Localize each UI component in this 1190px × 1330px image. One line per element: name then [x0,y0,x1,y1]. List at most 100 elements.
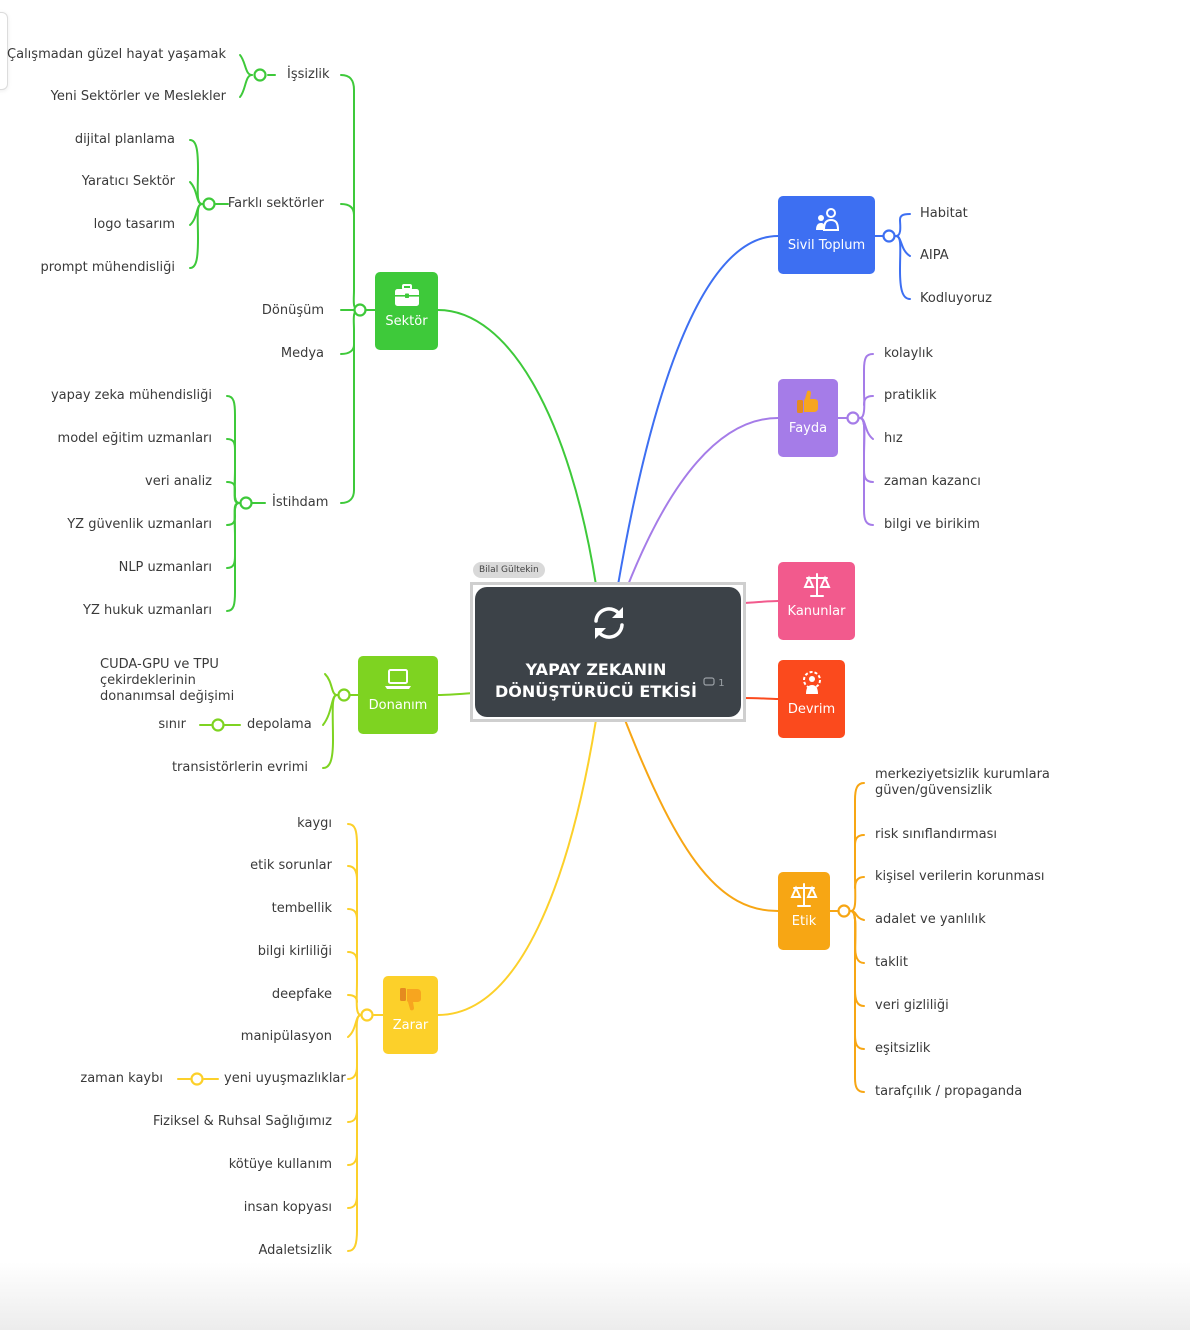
leaf-yz-hukuk[interactable]: YZ hukuk uzmanları [83,603,212,618]
topic-etik[interactable]: Etik [778,872,830,950]
topic-kanunlar-title: Kanunlar [787,604,846,619]
topic-fayda[interactable]: Fayda [778,379,838,457]
sivil-collapse-toggle[interactable] [882,229,896,243]
topic-kanunlar[interactable]: Kanunlar [778,562,855,640]
zarar-item-tembellik[interactable]: tembellik [271,901,332,916]
thumbs-down-icon [399,988,421,1011]
topic-sivil-title: Sivil Toplum [787,238,866,253]
laptop-icon [385,669,411,689]
sivil-item-aipa[interactable]: AIPA [920,248,949,263]
etik-item-taklit[interactable]: taklit [875,955,908,970]
zarar-item-bilgi-kirliligi[interactable]: bilgi kirliliği [257,944,332,959]
issizlik-collapse-toggle[interactable] [253,68,267,82]
etik-item-esitsizlik[interactable]: eşitsizlik [875,1041,931,1056]
zarar-item-saglik[interactable]: Fiziksel & Ruhsal Sağlığımız [153,1114,332,1129]
leaf-dijital-planlama[interactable]: dijital planlama [74,132,175,147]
uyusmazlik-collapse-toggle[interactable] [190,1072,204,1086]
topic-etik-title: Etik [791,914,817,929]
leaf-veri-analiz[interactable]: veri analiz [145,474,212,489]
subtopic-istihdam[interactable]: İstihdam [272,495,329,510]
central-title-line1: YAPAY ZEKANIN [525,660,667,679]
zarar-item-yeni-uyusmazliklar[interactable]: yeni uyuşmazlıklar [224,1071,346,1086]
etik-item-risk[interactable]: risk sınıflandırması [875,827,998,842]
sivil-item-habitat[interactable]: Habitat [920,206,968,221]
farkli-collapse-toggle[interactable] [202,197,216,211]
leaf-calismadan[interactable]: Çalışmadan güzel hayat yaşamak [7,47,226,62]
etik-item-veri-gizliligi[interactable]: veri gizliliği [875,998,949,1013]
etik-item-kisisel-veri[interactable]: kişisel verilerin korunması [875,869,1045,884]
leaf-prompt[interactable]: prompt mühendisliği [40,260,175,275]
zarar-item-adaletsizlik[interactable]: Adaletsizlik [258,1243,332,1258]
leaf-sinir[interactable]: sınır [158,717,186,732]
zarar-collapse-toggle[interactable] [360,1008,374,1022]
etik-item1-line2: güven/güvensizlik [875,783,993,798]
scales-icon [790,883,818,907]
istihdam-collapse-toggle[interactable] [239,496,253,510]
depolama-collapse-toggle[interactable] [211,718,225,732]
fayda-item-pratiklik[interactable]: pratiklik [884,388,937,403]
topic-sektor[interactable]: Sektör [375,272,438,350]
zarar-item-manipulasyon[interactable]: manipülasyon [240,1029,332,1044]
subtopic-donusum[interactable]: Dönüşüm [261,303,324,318]
topic-sektor-title: Sektör [385,314,428,329]
subtopic-farkli-sektorler[interactable]: Farklı sektörler [227,196,324,211]
leaf-yz-guvenlik[interactable]: YZ güvenlik uzmanları [67,517,212,532]
fayda-collapse-toggle[interactable] [846,411,860,425]
topic-devrim[interactable]: Devrim [778,660,845,738]
fayda-item-kolaylik[interactable]: kolaylık [884,346,934,361]
leaf-yaratici-sektor[interactable]: Yaratıcı Sektör [81,174,175,189]
sync-icon [594,607,624,639]
comment-icon [703,677,715,686]
zarar-item-kaygi[interactable]: kaygı [297,816,332,831]
subtopic-transistor[interactable]: transistörlerin evrimi [171,760,308,775]
zarar-item-insan-kopyasi[interactable]: insan kopyası [243,1200,332,1215]
comment-badge[interactable]: 1 [703,677,725,689]
zarar-item-etik-sorunlar[interactable]: etik sorunlar [250,858,332,873]
zarar-item-kotuye-kullanim[interactable]: kötüye kullanım [228,1157,332,1172]
etik-collapse-toggle[interactable] [837,904,851,918]
leaf-yz-muhendisligi[interactable]: yapay zeka mühendisliği [50,388,212,403]
etik-item1-line1: merkeziyetsizlik kurumlara [875,767,1050,782]
zarar-item-deepfake[interactable]: deepfake [271,987,332,1002]
people-icon [815,208,839,231]
sivil-item-kodluyoruz[interactable]: Kodluyoruz [920,291,992,306]
subtopic-cuda[interactable]: CUDA-GPU ve TPU çekirdeklerinin donanıms… [100,657,315,705]
leaf-nlp[interactable]: NLP uzmanları [118,560,212,575]
comment-count: 1 [718,678,725,689]
topic-fayda-title: Fayda [788,421,828,436]
sektor-collapse-toggle[interactable] [353,303,367,317]
donanim-collapse-toggle[interactable] [337,688,351,702]
etik-item-adalet[interactable]: adalet ve yanlılık [875,912,986,927]
etik-item-tarafcilik[interactable]: tarafçılık / propaganda [875,1084,1023,1099]
cuda-line2: donanımsal değişimi [100,689,235,704]
scales-icon [802,573,831,597]
central-title: YAPAY ZEKANIN DÖNÜŞTÜRÜCÜ ETKİSİ [481,659,711,703]
owner-tag: Bilal Gültekin [473,562,545,578]
thumbs-up-icon [797,390,818,413]
subtopic-depolama[interactable]: depolama [247,717,312,732]
topic-devrim-title: Devrim [787,702,836,717]
topic-zarar-title: Zarar [392,1018,429,1033]
fayda-item-hiz[interactable]: hız [884,431,903,446]
topic-donanim-title: Donanım [368,698,428,713]
etik-item-merkeziyetsizlik[interactable]: merkeziyetsizlik kurumlara güven/güvensi… [875,767,1055,799]
subtopic-issizlik[interactable]: İşsizlik [287,67,330,82]
bottom-toolbar-shadow [0,1262,1190,1330]
leaf-model-egitim[interactable]: model eğitim uzmanları [57,431,212,446]
briefcase-icon [394,284,419,306]
subtopic-medya[interactable]: Medya [280,346,324,361]
leaf-logo-tasarim[interactable]: logo tasarım [93,217,175,232]
side-panel-handle[interactable] [0,12,8,90]
cuda-line1: CUDA-GPU ve TPU çekirdeklerinin [100,657,219,688]
zarar-leaf-zaman-kaybi[interactable]: zaman kaybı [80,1071,163,1086]
fayda-item-zaman-kazanci[interactable]: zaman kazancı [884,474,981,489]
topic-sivil-toplum[interactable]: Sivil Toplum [778,196,875,274]
fayda-item-bilgi-birikim[interactable]: bilgi ve birikim [884,517,980,532]
topic-zarar[interactable]: Zarar [383,976,438,1054]
topic-donanim[interactable]: Donanım [358,656,438,734]
leaf-yeni-sektorler[interactable]: Yeni Sektörler ve Meslekler [50,89,226,104]
central-topic[interactable]: YAPAY ZEKANIN DÖNÜŞTÜRÜCÜ ETKİSİ 1 [475,587,741,717]
central-title-line2: DÖNÜŞTÜRÜCÜ ETKİSİ [495,682,697,701]
